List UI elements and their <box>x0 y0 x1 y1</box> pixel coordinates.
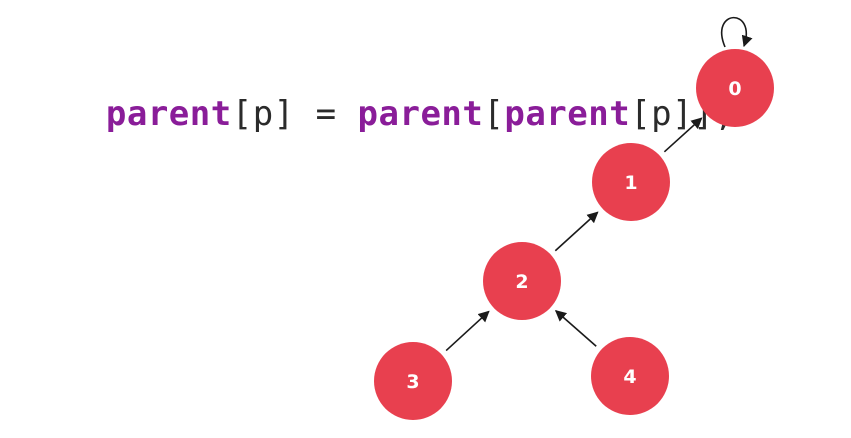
node-label: 2 <box>515 271 528 293</box>
node-label: 3 <box>406 371 419 393</box>
node-label: 1 <box>624 172 637 194</box>
node-label: 4 <box>623 366 636 388</box>
code-token-keyword: parent <box>105 94 232 134</box>
code-token-plain: [ <box>483 94 505 134</box>
self-loop-edge <box>720 16 753 48</box>
tree-node-3: 3 <box>374 342 452 420</box>
node-circle <box>374 342 452 420</box>
node-circle <box>591 337 669 415</box>
edge-2-to-1 <box>554 211 599 252</box>
tree-node-0: 0 <box>696 49 774 127</box>
code-token-keyword: parent <box>504 94 631 134</box>
node-circle <box>696 49 774 127</box>
tree-node-1: 1 <box>592 143 670 221</box>
code-token-plain: [p] = <box>231 94 358 134</box>
code-token-keyword: parent <box>357 94 484 134</box>
edge-4-to-2 <box>554 309 597 347</box>
node-circle <box>592 143 670 221</box>
edge-1-to-0 <box>663 117 703 153</box>
tree-node-2: 2 <box>483 242 561 320</box>
edge-3-to-2 <box>445 310 490 352</box>
node-circle <box>483 242 561 320</box>
nodes-layer: 0 1 2 3 4 <box>374 49 774 420</box>
node-label: 0 <box>728 78 741 100</box>
tree-node-4: 4 <box>591 337 669 415</box>
edges-layer <box>445 16 753 352</box>
